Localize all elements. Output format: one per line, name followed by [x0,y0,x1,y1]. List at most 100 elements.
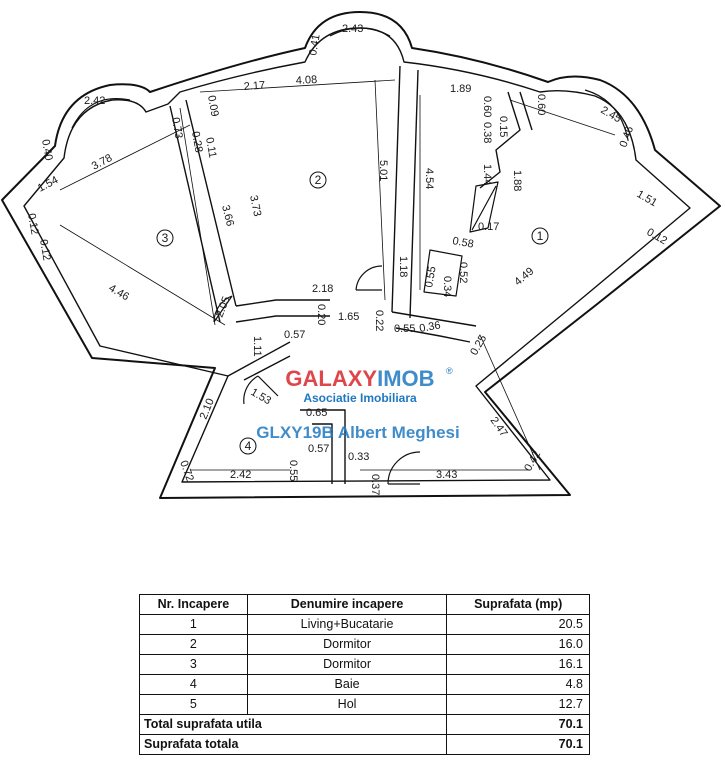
dim-label: 1.65 [338,311,359,323]
dim-label: 0.60 [535,94,547,115]
dim-label: 0.37 [369,474,381,495]
dim-label: 2.18 [312,283,333,295]
outer-wall [1,11,721,499]
room-area-table: Nr. Incapere Denumire incapere Suprafata… [138,594,590,755]
dim-label: 1.11 [251,336,263,357]
total-area-label: Suprafata totala [138,734,448,755]
floor-plan: 1 2 3 4 2.42 0.73 0.40 3.78 1.54 0.12 0.… [1,11,721,499]
dim-label: 0.12 [25,212,41,235]
table-row: 2 Dormitor 16.0 [139,634,590,655]
dim-label: 0.60 [481,96,493,117]
dim-label: 0.55 [423,265,439,288]
dim-label: 1.54 [36,174,61,195]
dim-label: 1.88 [511,170,523,191]
dim-label: 4.54 [423,168,435,189]
watermark-subtitle: Asociatie Imobiliara [303,391,417,405]
room-name: Dormitor [246,654,448,675]
dim-label: 2.42 [230,469,251,481]
partition-bath [227,341,346,484]
dim-label: 0.34 [441,276,453,297]
dim-label: 4.49 [512,265,536,288]
dim-label: 0.38 [481,122,493,143]
room-2-marker [309,171,327,189]
dim-label: 0.15 [497,116,509,137]
column-header: Denumire incapere [246,594,448,615]
total-useful-row: Total suprafata utila 70.1 [138,714,590,735]
dim-label: 0.28 [189,130,205,153]
dim-label: 1.18 [397,256,409,277]
dim-label: 0.36 [418,319,441,335]
room-area: 16.0 [446,634,590,655]
room-area: 20.5 [446,614,590,635]
dim-label: 0.11 [203,136,218,158]
dim-label: 0.33 [348,451,369,463]
dim-label: 0.55 [287,460,299,481]
dim-label: 3.43 [436,469,457,481]
dim-label: 0.25 [468,333,489,358]
dim-label: 0.52 [457,262,469,283]
room-1-number: 1 [537,229,544,243]
room-4-marker [239,437,257,455]
dim-label: 1.44 [481,164,493,185]
dim-label: 5.01 [377,160,389,181]
balcony-arc-top [329,27,391,37]
table-row: 1 Living+Bucatarie 20.5 [139,614,590,635]
dim-label: 2.45 [599,104,624,125]
kitchen-fixture [469,181,499,233]
dim-label: 0.58 [451,235,474,251]
dim-label: 0.73 [169,116,185,139]
room-nr: 5 [139,694,248,715]
total-useful-label: Total suprafata utila [138,714,448,735]
balcony-arc-left [71,98,131,129]
dim-label: 1.89 [450,83,471,95]
dim-label: 2.17 [243,80,265,93]
column-header: Nr. Incapere [139,594,248,615]
dim-label: 3.78 [90,152,115,173]
room-area: 12.7 [446,694,590,715]
dim-label: 0.72 [177,459,196,483]
dim-label: 0.57 [308,443,329,455]
total-area-row: Suprafata totala 70.1 [138,734,590,755]
column-header: Suprafata (mp) [446,594,590,615]
room-area: 16.1 [446,654,590,675]
watermark-registered: ® [446,366,453,376]
partition-room2-bottom [235,299,330,323]
dim-label: 0.41 [307,33,323,56]
room-nr: 2 [139,634,248,655]
dim-label: 0.20 [315,304,327,325]
entrance-door [387,451,421,485]
table-header-row: Nr. Incapere Denumire incapere Suprafata… [139,594,590,615]
dim-label: 2.42 [84,95,105,107]
dim-label: 0.57 [284,329,305,341]
partition-room3-room2 [169,99,237,323]
dim-label: 4.46 [107,282,132,303]
room-nr: 4 [139,674,248,695]
room-name: Dormitor [246,634,448,655]
partition-room2-room1 [391,65,419,319]
room-3-marker [156,229,174,247]
room-name: Living+Bucatarie [246,614,448,635]
dim-label: 3.73 [247,194,263,217]
table-row: 3 Dormitor 16.1 [139,654,590,675]
door-room2 [355,265,383,291]
table-row: 4 Baie 4.8 [139,674,590,695]
total-area-value: 70.1 [446,734,590,755]
kitchen-counter [479,91,533,189]
watermark-brand: GALAXYIMOB [285,366,434,391]
dim-label: 1.51 [635,188,660,209]
room-nr: 1 [139,614,248,635]
dim-label: 2.05 [214,295,233,319]
inner-wall [23,27,691,483]
dim-label: 0.09 [205,94,221,117]
partition-hall-right [391,311,477,343]
room-name: Baie [246,674,448,695]
table-row: 5 Hol 12.7 [139,694,590,715]
watermark-listing: GLXY19B Albert Meghesi [256,423,459,442]
room-2-number: 2 [315,173,322,187]
room-4-number: 4 [245,439,252,453]
dim-label: 0.40 [39,138,55,161]
room-3-number: 3 [162,231,169,245]
balcony-arc-right [584,89,629,141]
dim-label: 1.53 [249,386,274,407]
room-nr: 3 [139,654,248,675]
